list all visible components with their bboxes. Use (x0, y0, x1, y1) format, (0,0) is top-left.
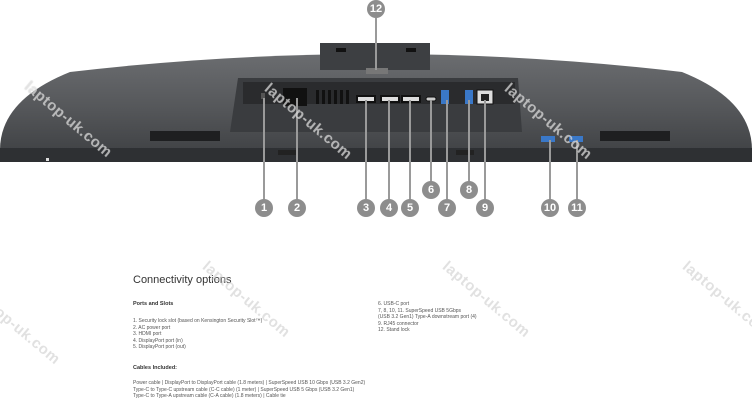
callout-line (375, 18, 377, 70)
callout-6: 6 (422, 181, 440, 199)
callout-2: 2 (288, 199, 306, 217)
callout-line (446, 100, 448, 202)
list-item: 1. Security lock slot (based on Kensingt… (133, 318, 263, 324)
list-item: 3. HDMI port (133, 331, 162, 338)
callout-12: 12 (367, 0, 385, 18)
callout-5: 5 (401, 199, 419, 217)
callout-line (263, 98, 265, 202)
ports-list-left: 1. Security lock slot (based on Kensingt… (133, 318, 262, 351)
callout-3: 3 (357, 199, 375, 217)
callout-4: 4 (380, 199, 398, 217)
callout-8: 8 (460, 181, 478, 199)
callout-line (549, 140, 551, 202)
ports-list-right: 6. USB-C port 7, 8, 10, 11. SuperSpeed U… (378, 301, 477, 334)
list-item: 12. Stand lock (378, 327, 410, 334)
callout-line (409, 100, 411, 202)
cables-heading: Cables Included: (133, 365, 178, 371)
callout-11: 11 (568, 199, 586, 217)
callout-line (468, 100, 470, 184)
list-item: 9. RJ45 connector (378, 320, 419, 327)
callout-line (365, 100, 367, 202)
callout-line (576, 140, 578, 202)
callout-line (388, 100, 390, 202)
section-title: Connectivity options (133, 274, 232, 286)
watermark: laptop-uk.com (679, 258, 752, 342)
callout-9: 9 (476, 199, 494, 217)
list-item: 4. DisplayPort port (in) (133, 337, 183, 344)
cables-text: Power cable | DisplayPort to DisplayPort… (133, 380, 366, 400)
list-item: 6. USB-C port (378, 301, 410, 307)
callout-1: 1 (255, 199, 273, 217)
list-item: 2. AC power port (133, 324, 171, 331)
list-item: 7, 8, 10, 11. SuperSpeed USB 5Gbps (378, 307, 462, 314)
callout-10: 10 (541, 199, 559, 217)
callout-line (430, 100, 432, 184)
list-item: (USB 3.2 Gen1) Type-A downstream port (4… (378, 314, 477, 321)
ports-heading: Ports and Slots (133, 301, 174, 307)
watermark: laptop-uk.com (0, 285, 64, 369)
callout-7: 7 (438, 199, 456, 217)
callout-line (484, 100, 486, 202)
callout-line (296, 98, 298, 202)
list-item: 5. DisplayPort port (out) (133, 344, 186, 351)
